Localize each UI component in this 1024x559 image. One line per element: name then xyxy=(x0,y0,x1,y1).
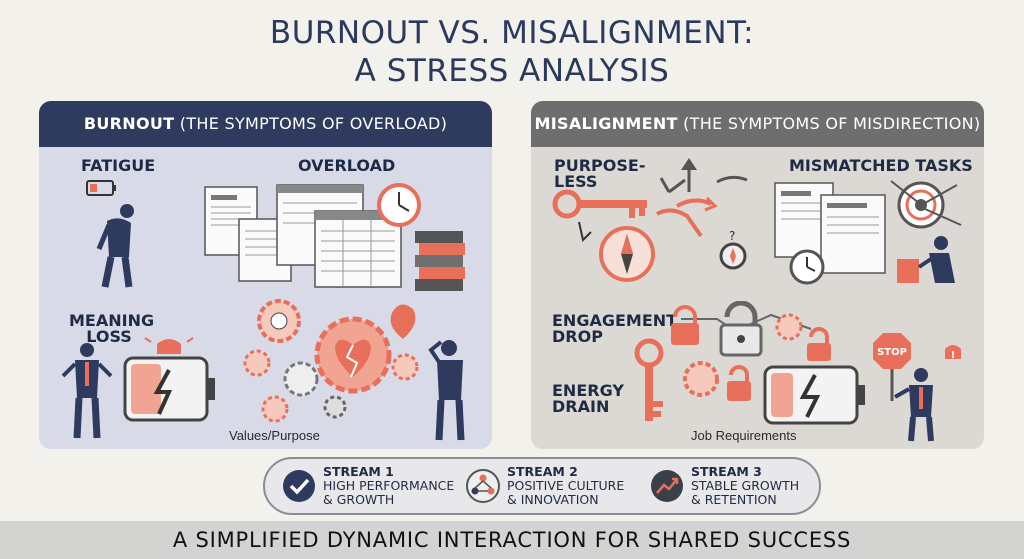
overload-label: OVERLOAD xyxy=(298,156,396,175)
energy-battery-icon xyxy=(763,365,865,425)
overload-documents-icon xyxy=(204,183,465,291)
stream-3-line-1: STABLE GROWTH xyxy=(691,478,800,493)
stream-3-heading: STREAM 3 xyxy=(691,464,762,479)
network-people-icon xyxy=(466,469,500,503)
locks-keys-gears-icon xyxy=(634,301,831,421)
burnout-header-bold: BURNOUT xyxy=(83,114,175,133)
stream-2-line-2: & INNOVATION xyxy=(507,492,599,507)
stream-2-line-1: POSITIVE CULTURE xyxy=(507,478,625,493)
burnout-panel-header: BURNOUT (THE SYMPTOMS OF OVERLOAD) xyxy=(39,101,492,147)
energy-drain-label: ENERGY DRAIN xyxy=(552,383,624,415)
gears-broken-heart-icon xyxy=(243,299,419,423)
job-requirements-caption: Job Requirements xyxy=(691,428,797,443)
svg-text:?: ? xyxy=(729,229,735,243)
fatigue-label: FATIGUE xyxy=(81,156,156,175)
stream-1-heading: STREAM 1 xyxy=(323,464,394,479)
engagement-drop-line-2: DROP xyxy=(552,327,603,346)
misalignment-header-rest: (THE SYMPTOMS OF MISDIRECTION) xyxy=(677,114,981,133)
title-line-1: BURNOUT VS. MISALIGNMENT: xyxy=(269,15,755,51)
trend-up-icon xyxy=(651,470,683,502)
fatigued-person-icon xyxy=(86,180,134,288)
energy-drain-line-1: ENERGY xyxy=(552,381,624,400)
misalignment-panel-header: MISALIGNMENT (THE SYMPTOMS OF MISDIRECTI… xyxy=(531,101,984,147)
engagement-drop-line-1: ENGAGEMENT xyxy=(552,311,678,330)
stop-sign-person-icon: STOP ! xyxy=(873,333,961,442)
burnout-header-rest: (THE SYMPTOMS OF OVERLOAD) xyxy=(174,114,448,133)
checkmark-icon xyxy=(283,470,315,502)
purposeless-line-1: PURPOSE- xyxy=(554,156,646,175)
distressed-person-icon xyxy=(428,340,465,441)
drained-battery-person-icon xyxy=(61,337,215,439)
purposeless-line-2: LESS xyxy=(554,172,598,191)
meaning-loss-line-2: LOSS xyxy=(86,327,132,346)
footer-tagline: A SIMPLIFIED DYNAMIC INTERACTION FOR SHA… xyxy=(0,521,1024,559)
stream-1-line-2: & GROWTH xyxy=(323,492,395,507)
purposeless-label: PURPOSE- LESS xyxy=(554,158,645,190)
page-title: BURNOUT VS. MISALIGNMENT: A STRESS ANALY… xyxy=(0,14,1024,90)
mismatched-tasks-label: MISMATCHED TASKS xyxy=(789,156,973,175)
stream-2-text: STREAM 2 POSITIVE CULTURE & INNOVATION xyxy=(507,465,657,507)
stream-1-line-1: HIGH PERFORMANCE xyxy=(323,478,455,493)
burnout-panel: BURNOUT (THE SYMPTOMS OF OVERLOAD) FATIG… xyxy=(39,101,492,449)
stream-3-line-2: & RETENTION xyxy=(691,492,777,507)
meaning-loss-line-1: MEANING xyxy=(69,311,155,330)
meaning-loss-label: MEANING LOSS xyxy=(69,311,155,346)
stream-2-heading: STREAM 2 xyxy=(507,464,578,479)
stream-3-text: STREAM 3 STABLE GROWTH & RETENTION xyxy=(691,465,841,507)
values-purpose-caption: Values/Purpose xyxy=(229,428,320,443)
engagement-drop-label: ENGAGEMENT DROP xyxy=(552,313,677,345)
title-line-2: A STRESS ANALYSIS xyxy=(354,53,670,89)
misalignment-header-bold: MISALIGNMENT xyxy=(534,114,678,133)
streams-bar: STREAM 1 HIGH PERFORMANCE & GROWTH STREA… xyxy=(263,457,821,515)
stop-sign-text: STOP xyxy=(877,347,907,358)
svg-text:!: ! xyxy=(951,350,956,361)
misalignment-panel: MISALIGNMENT (THE SYMPTOMS OF MISDIRECTI… xyxy=(531,101,984,449)
mismatched-tasks-icon xyxy=(774,180,962,285)
energy-drain-line-2: DRAIN xyxy=(552,397,610,416)
stream-1-text: STREAM 1 HIGH PERFORMANCE & GROWTH xyxy=(323,465,473,507)
key-compass-arrows-icon: ? xyxy=(552,158,748,282)
